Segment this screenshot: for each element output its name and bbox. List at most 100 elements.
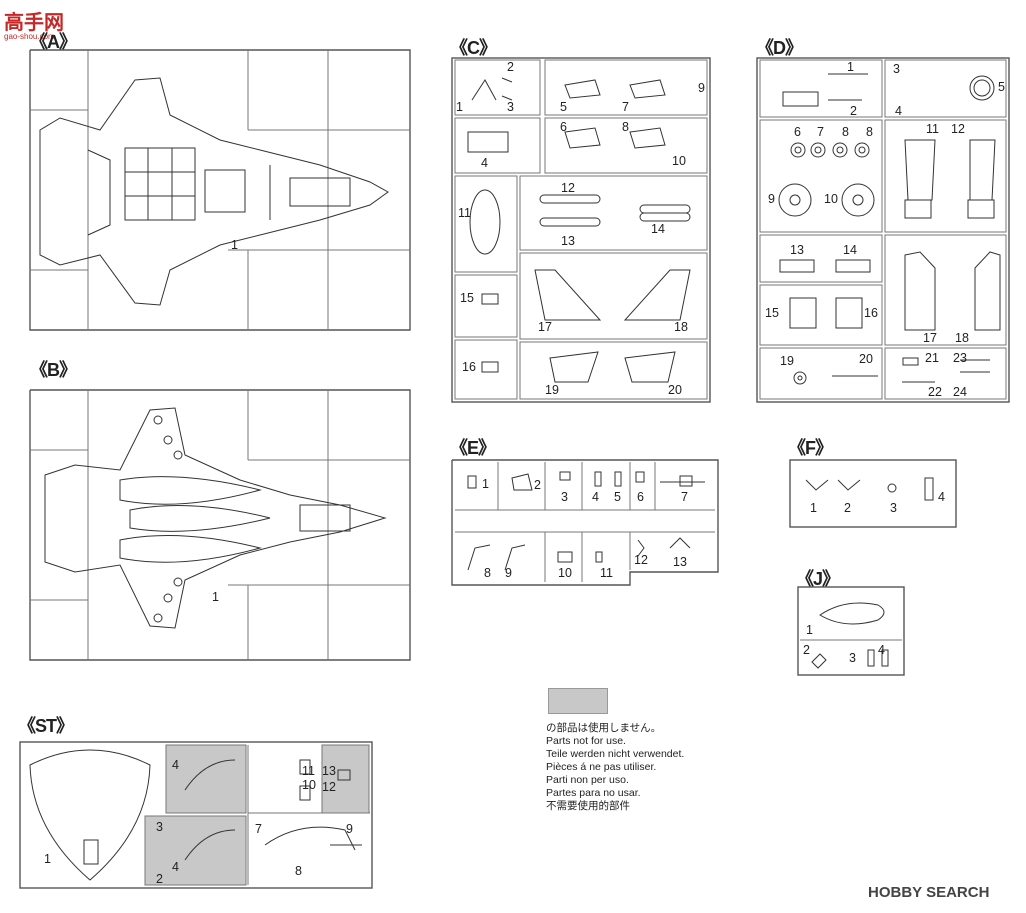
watermark-text: 高手网 [4,12,64,34]
part-number-e-13: 13 [673,555,687,569]
sprue-d-parts [778,73,1001,385]
part-number-f-4: 4 [938,490,945,504]
part-number-d-12: 12 [951,122,965,136]
part-number-c-4: 4 [481,156,488,170]
part-number-st-7: 7 [255,822,262,836]
part-number-e-10: 10 [558,566,572,580]
part-number-c-20: 20 [668,383,682,397]
sprue-b-label: 《B》 [30,360,77,380]
part-number-c-6: 6 [560,120,567,134]
part-number-c-9: 9 [698,81,705,95]
part-number-st-13: 13 [322,764,336,778]
unused-region [321,744,370,814]
part-number-st-10: 10 [302,778,316,792]
sprue-j-parts [811,602,889,669]
part-number-j-1: 1 [806,623,813,637]
sprue-e-parts [467,471,705,571]
part-number-c-5: 5 [560,100,567,114]
aircraft-lower-half-part [44,407,387,629]
part-number-st-11: 11 [302,764,315,778]
part-number-e-12: 12 [634,553,648,567]
part-number-c-3: 3 [507,100,514,114]
part-number-d-8: 8 [842,125,849,139]
part-number-c-14: 14 [651,222,665,236]
part-number-e-1: 1 [482,477,489,491]
legend-line: Teile werden nicht verwendet. [546,748,685,760]
part-number-e-9: 9 [505,566,512,580]
part-number-c-11: 11 [458,206,471,220]
legend-line: Pièces á ne pas utiliser. [546,761,657,773]
part-number-e-2: 2 [534,478,541,492]
part-number-e-4: 4 [592,490,599,504]
sprue-f-parts [805,477,934,501]
part-number-c-12: 12 [561,181,575,195]
part-number-c-1: 1 [456,100,463,114]
part-number-j-2: 2 [803,643,810,657]
part-number-a-1: 1 [231,238,238,252]
part-number-d-7: 7 [817,125,824,139]
part-number-d-14: 14 [843,243,857,257]
part-number-d-6: 6 [794,125,801,139]
sprue-c-label: 《C》 [450,38,497,58]
part-number-f-3: 3 [890,501,897,515]
part-number-d-3: 3 [893,62,900,76]
sprue-c-parts [467,77,691,383]
part-number-j-4: 4 [878,643,885,657]
part-number-d-19: 19 [780,354,794,368]
part-number-st-12: 12 [322,780,336,794]
part-number-c-7: 7 [622,100,629,114]
part-number-e-8: 8 [484,566,491,580]
part-number-d-18: 18 [955,331,969,345]
part-number-f-1: 1 [810,501,817,515]
legend-line: 不需要使用的部件 [546,800,630,812]
part-number-c-17: 17 [538,320,552,334]
part-number-st-9: 9 [346,822,353,836]
part-number-st-4b: 4 [172,860,179,874]
part-number-c-15: 15 [460,291,474,305]
unused-region [165,744,247,814]
part-number-d-13: 13 [790,243,804,257]
part-number-st-3: 3 [156,820,163,834]
part-number-d-22: 22 [928,385,942,399]
part-number-e-11: 11 [600,566,613,580]
part-number-d-17: 17 [923,331,937,345]
part-number-d-8b: 8 [866,125,873,139]
sprue-j-label: 《J》 [796,569,840,589]
part-number-f-2: 2 [844,501,851,515]
sprue-st-parts [29,749,362,881]
legend-line: Parts not for use. [546,735,626,747]
part-number-b-1: 1 [212,590,219,604]
part-number-e-7: 7 [681,490,688,504]
sprue-f-label: 《F》 [788,438,833,458]
part-number-d-1: 1 [847,60,854,74]
part-number-st-1: 1 [44,852,51,866]
aircraft-upper-half-part [39,77,389,306]
part-number-j-3: 3 [849,651,856,665]
sprue-a-label: 《A》 [30,32,77,52]
part-number-d-20: 20 [859,352,873,366]
sprue-st-label: 《ST》 [18,716,74,736]
part-number-d-4: 4 [895,104,902,118]
sprue-e-label: 《E》 [450,438,496,458]
part-number-d-15: 15 [765,306,779,320]
part-number-d-16: 16 [864,306,878,320]
unused-parts-swatch [548,688,608,714]
unused-parts-legend: の部品は使用しません。 Parts not for use. Teile wer… [546,722,684,813]
legend-line: Partes para no usar. [546,787,641,799]
part-number-c-2: 2 [507,60,514,74]
legend-line: の部品は使用しません。 [546,722,662,734]
part-number-c-8: 8 [622,120,629,134]
part-number-d-11: 11 [926,122,939,136]
part-number-d-23: 23 [953,351,967,365]
part-number-d-21: 21 [925,351,939,365]
sprue-d-label: 《D》 [756,38,803,58]
part-number-c-10: 10 [672,154,686,168]
part-number-st-8: 8 [295,864,302,878]
part-number-c-16: 16 [462,360,476,374]
